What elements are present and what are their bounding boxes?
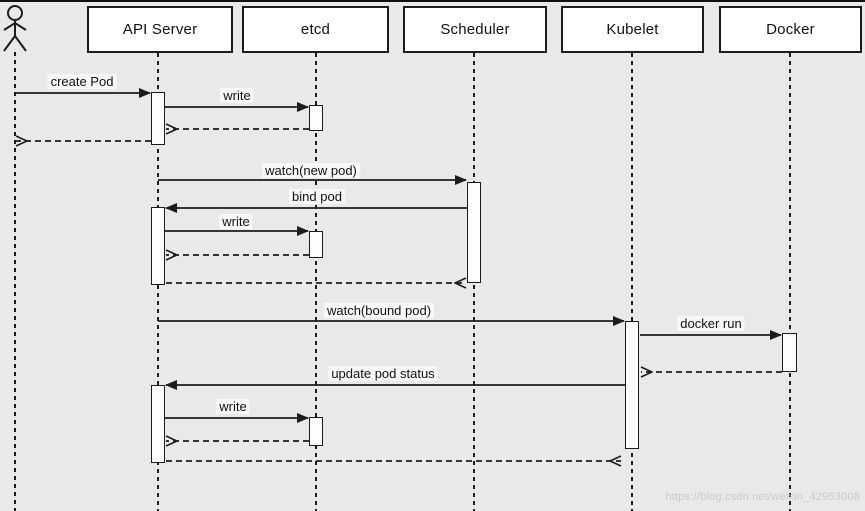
activation-bar-etcd-1: [309, 105, 323, 131]
activation-bar-etcd-4: [309, 231, 323, 258]
activation-bar-kubelet-5: [625, 321, 639, 449]
actor-icon: [3, 5, 27, 52]
message-label-update-pod-status: update pod status: [328, 366, 438, 381]
message-label-docker-run: docker run: [677, 316, 745, 331]
message-label-watch-new-pod-: watch(new pod): [262, 163, 360, 178]
message-label-bind-pod: bind pod: [289, 189, 345, 204]
message-label-watch-bound-pod-: watch(bound pod): [323, 303, 435, 318]
participant-box-scheduler: Scheduler: [403, 6, 547, 53]
actor-arms: [3, 21, 27, 31]
message-label-write: write: [219, 214, 253, 229]
activation-bar-api-server-7: [151, 385, 165, 463]
message-label-write: write: [216, 399, 250, 414]
message-label-create-pod: create Pod: [47, 74, 117, 89]
activation-bar-scheduler-2: [467, 182, 481, 283]
participant-box-docker: Docker: [719, 6, 862, 53]
actor-legs: [3, 34, 27, 52]
message-label-write: write: [220, 88, 254, 103]
activation-bar-docker-6: [782, 333, 797, 372]
participant-box-etcd: etcd: [242, 6, 389, 53]
activation-bar-etcd-8: [309, 417, 323, 446]
activation-bar-api-server-3: [151, 207, 165, 285]
actor-head: [7, 5, 23, 21]
watermark: https://blog.csdn.net/weixin_42953008: [665, 491, 860, 503]
participant-box-api-server: API Server: [87, 6, 233, 53]
participant-box-kubelet: Kubelet: [561, 6, 704, 53]
activation-bar-api-server-0: [151, 92, 165, 145]
